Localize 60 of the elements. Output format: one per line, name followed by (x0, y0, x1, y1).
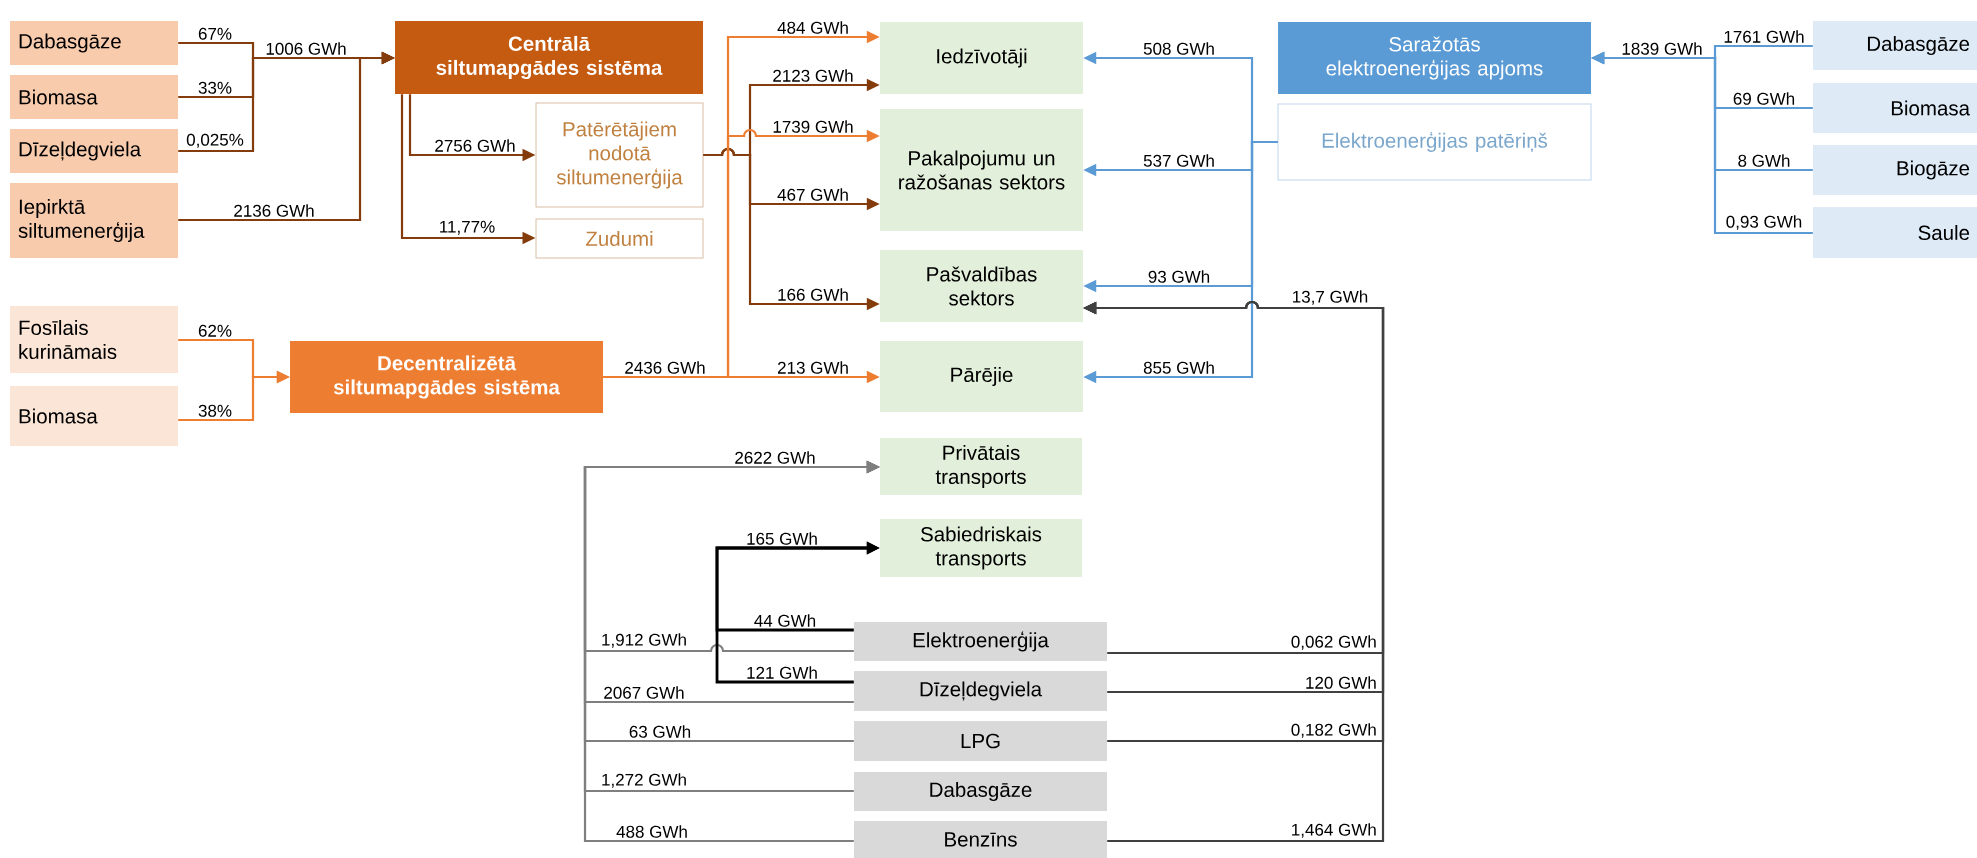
flow-label: 1839 GWh (1620, 41, 1704, 56)
system-box: Decentralizētā siltumapgādes sistēma (290, 341, 603, 413)
outcome-box: Patērētājiem nodotā siltumenerģija (535, 102, 704, 208)
edge-label: 0,182 GWh (1289, 722, 1378, 739)
edge-label: 120 GWh (1304, 675, 1378, 690)
electricity-box: Saražotās elektroenerģijas apjoms (1278, 22, 1591, 94)
flow-label: 2436 GWh (623, 360, 707, 375)
edge-label: 488 GWh (615, 824, 689, 839)
edge-label: 467 GWh (776, 187, 850, 202)
edge-label: 537 GWh (1142, 153, 1216, 168)
consumer-box: Iedzīvotāji (880, 22, 1083, 94)
flow-label: 165 GWh (745, 531, 819, 546)
edge-label: 508 GWh (1142, 41, 1216, 56)
consumer-box: Pārējie (880, 341, 1083, 412)
source-box: Dīzeļdegviela (10, 129, 178, 173)
edge-label: 63 GWh (627, 724, 693, 739)
edge-label: 1,272 GWh (600, 772, 688, 789)
source-box: Iepirktā siltumenerģija (10, 183, 178, 258)
source-box: Biomasa (1813, 83, 1977, 133)
edge-label: 1,464 GWh (1289, 822, 1378, 839)
edge-label: 213 GWh (776, 360, 850, 375)
edge-label: 2756 GWh (433, 138, 517, 153)
edge-label: 166 GWh (776, 287, 850, 302)
edge-label: 0,062 GWh (1289, 634, 1378, 651)
edge-label: 2067 GWh (602, 685, 686, 700)
consumer-box: Pašvaldības sektors (880, 250, 1083, 322)
fuel-box: LPG (854, 721, 1107, 761)
flow-label: 13,7 GWh (1290, 289, 1370, 306)
edge-label: 0,93 GWh (1724, 214, 1804, 231)
consumption-box: Elektroenerģijas patēriņš (1277, 103, 1592, 181)
edge-label: 93 GWh (1146, 269, 1212, 284)
source-box: Dabasgāze (1813, 21, 1977, 70)
consumer-box: Pakalpojumu un ražošanas sektors (880, 109, 1083, 231)
edge-label: 69 GWh (1731, 91, 1797, 106)
edge-label: 484 GWh (776, 20, 850, 35)
edge-label: 1739 GWh (771, 119, 855, 134)
flow-label: 1006 GWh (264, 41, 348, 56)
outcome-box: Zudumi (535, 218, 704, 259)
consumer-box: Privātais transports (880, 438, 1082, 495)
consumer-box: Sabiedriskais transports (880, 519, 1082, 577)
source-box: Biogāze (1813, 145, 1977, 195)
fuel-box: Dīzeļdegviela (854, 671, 1107, 711)
edge-label: 121 GWh (745, 665, 819, 680)
fuel-box: Elektroenerģija (854, 622, 1107, 661)
edge-label: 44 GWh (752, 613, 818, 628)
source-box: Biomasa (10, 386, 178, 446)
fuel-box: Dabasgāze (854, 772, 1107, 811)
fuel-box: Benzīns (854, 821, 1107, 858)
source-box: Fosīlais kurināmais (10, 306, 178, 373)
flow-label: 2622 GWh (733, 450, 817, 465)
edge-label: 1,912 GWh (600, 632, 688, 649)
source-box: Saule (1813, 207, 1977, 258)
system-box: Centrālā siltumapgādes sistēma (395, 21, 703, 94)
edge-label: 2123 GWh (771, 68, 855, 83)
edge-label: 8 GWh (1736, 153, 1792, 168)
edge-label: 1761 GWh (1722, 29, 1806, 44)
source-box: Dabasgāze (10, 21, 178, 65)
edge-label: 855 GWh (1142, 360, 1216, 375)
source-box: Biomasa (10, 75, 178, 119)
edge-label: 2136 GWh (232, 203, 316, 218)
